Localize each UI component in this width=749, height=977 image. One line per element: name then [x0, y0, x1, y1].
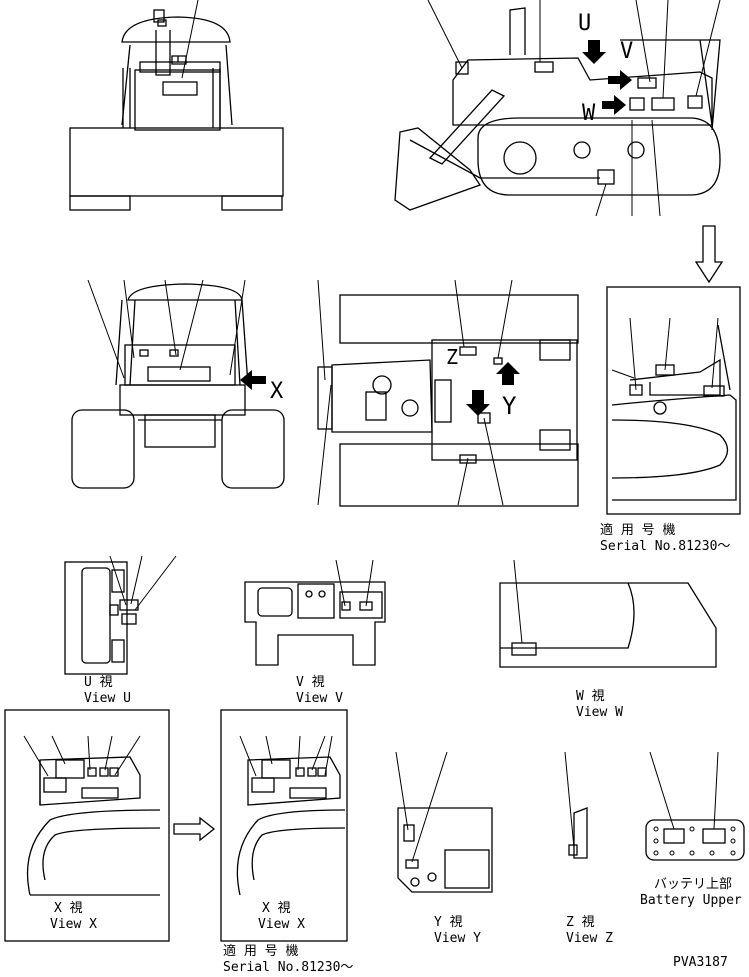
front-view-middle: X: [71, 279, 285, 489]
battery-upper: バッテリ上部 Battery Upper: [640, 751, 745, 908]
serial-jp-1: 適 用 号 機: [600, 522, 675, 538]
arrow-y-label: Y: [502, 392, 517, 420]
view-z-jp: Z 視: [566, 915, 595, 930]
serial-jp-2: 適 用 号 機: [223, 943, 298, 959]
view-x1-en: View X: [50, 917, 97, 932]
view-x2-en: View X: [258, 917, 305, 932]
view-y: Y 視 View Y: [395, 751, 493, 946]
view-y-en: View Y: [434, 931, 481, 946]
down-arrow-icon: [694, 225, 724, 284]
view-x-2: X 視 View X 適 用 号 機 Serial No.81230～: [220, 709, 353, 975]
drawing-code: PVA3187: [673, 955, 728, 970]
arrow-v-label: V: [620, 39, 633, 64]
arrow-w-label: W: [582, 101, 596, 126]
view-x2-jp: X 視: [262, 901, 291, 916]
view-u: U 視 View U: [64, 555, 177, 706]
battery-en: Battery Upper: [640, 893, 742, 908]
view-w: W 視 View W: [499, 559, 717, 720]
view-w-en: View W: [576, 705, 623, 720]
top-view: Z Y: [317, 279, 579, 507]
view-w-jp: W 視: [576, 689, 605, 704]
battery-jp: バッテリ上部: [654, 877, 732, 892]
view-u-jp: U 視: [84, 675, 113, 690]
view-v: V 視 View V: [244, 559, 386, 706]
view-v-en: View V: [296, 691, 343, 706]
view-x-1: X 視 View X: [4, 709, 170, 942]
view-y-jp: Y 視: [434, 915, 463, 930]
arrow-z-label: Z: [446, 345, 458, 369]
arrow-x-label: X: [270, 379, 284, 404]
view-z-en: View Z: [566, 931, 613, 946]
view-u-en: View U: [84, 691, 131, 706]
detail-box-right: 適 用 号 機 Serial No.81230～: [600, 286, 741, 554]
front-view-top: [69, 0, 284, 211]
arrow-u-label: U: [578, 11, 591, 36]
right-arrow-icon: [173, 816, 216, 842]
view-v-jp: V 視: [296, 675, 325, 690]
view-x1-jp: X 視: [54, 901, 83, 916]
serial-en-1: Serial No.81230～: [600, 539, 730, 554]
serial-en-2: Serial No.81230～: [223, 960, 353, 975]
side-view-top: U V W: [394, 0, 721, 217]
view-z: Z 視 View Z: [564, 751, 613, 946]
